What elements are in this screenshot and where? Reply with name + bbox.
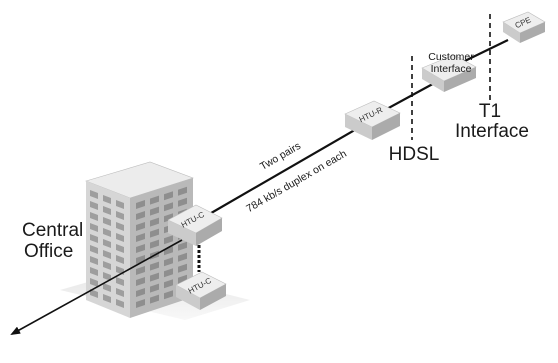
building-window xyxy=(150,228,159,238)
building-window xyxy=(150,195,159,205)
customer-interface-label-line1: Customer xyxy=(428,51,474,63)
building-window xyxy=(136,266,145,275)
building-window xyxy=(164,268,173,278)
building-window xyxy=(150,206,159,216)
building-window xyxy=(164,235,173,245)
building-window xyxy=(90,245,98,254)
customer-interface-device[interactable] xyxy=(421,54,477,92)
building-window xyxy=(90,223,98,232)
building-window xyxy=(116,244,124,253)
hdsl-pairs-line xyxy=(205,119,373,217)
building-window xyxy=(178,263,187,273)
building-window xyxy=(150,217,159,227)
hdsl-label: HDSL xyxy=(389,144,440,165)
building-window xyxy=(150,283,159,293)
building-window xyxy=(103,272,111,281)
pairs-label-line2: 784 kb/s duplex on each xyxy=(244,148,349,215)
building-window xyxy=(116,277,124,286)
building-window xyxy=(90,267,98,276)
building-window xyxy=(116,200,124,209)
building-window xyxy=(90,190,98,199)
building-window xyxy=(164,290,173,300)
building-window xyxy=(136,200,145,209)
building-window xyxy=(164,257,173,267)
building-side xyxy=(130,178,193,318)
building-window xyxy=(103,239,111,248)
building-window xyxy=(116,211,124,220)
central-office-arrow xyxy=(10,239,183,335)
t1-interface-label-line2: Interface xyxy=(455,121,529,142)
building-window xyxy=(164,191,173,201)
building-window xyxy=(164,279,173,289)
building-window xyxy=(150,239,159,249)
building-window xyxy=(116,255,124,264)
building-window xyxy=(150,261,159,271)
building-window xyxy=(136,233,145,242)
building-window xyxy=(136,288,145,297)
building-window xyxy=(178,197,187,207)
building-window xyxy=(136,244,145,253)
building-window xyxy=(90,201,98,210)
central-office-label-line1: Central xyxy=(22,220,83,241)
building-window xyxy=(103,261,111,270)
building-window xyxy=(103,294,111,303)
building-window xyxy=(90,212,98,221)
building-window xyxy=(103,250,111,259)
t1-interface-label-line1: T1 xyxy=(479,101,501,122)
building-window xyxy=(103,283,111,292)
htu-c-upper-device[interactable]: HTU-C xyxy=(167,204,223,246)
building-window xyxy=(178,186,187,196)
building-window xyxy=(164,202,173,212)
building-window xyxy=(150,272,159,282)
building-window xyxy=(136,299,145,308)
building-window xyxy=(103,217,111,226)
building-window xyxy=(116,299,124,308)
building-window xyxy=(90,256,98,265)
building-window xyxy=(103,195,111,204)
building-window xyxy=(116,222,124,231)
building-window xyxy=(90,289,98,298)
building-window xyxy=(103,228,111,237)
central-office-building xyxy=(85,161,194,318)
building-window xyxy=(178,252,187,262)
building-window xyxy=(178,241,187,251)
central-office-label-line2: Office xyxy=(24,241,73,262)
building-window xyxy=(90,278,98,287)
pairs-label-line1: Two pairs xyxy=(258,140,303,173)
building-window xyxy=(136,277,145,286)
htu-c-lower-device[interactable]: HTU-C xyxy=(175,271,227,310)
building-window xyxy=(150,294,159,304)
building-window xyxy=(90,234,98,243)
htu-r-device[interactable]: HTU-R xyxy=(344,100,401,140)
customer-interface-label-line2: Interface xyxy=(431,63,472,75)
building-window xyxy=(103,206,111,215)
building-window xyxy=(136,222,145,231)
building-window xyxy=(116,233,124,242)
cpe-device[interactable]: CPE xyxy=(502,11,546,43)
building-windows-front xyxy=(90,190,124,308)
building-window xyxy=(136,211,145,220)
building-window xyxy=(116,288,124,297)
